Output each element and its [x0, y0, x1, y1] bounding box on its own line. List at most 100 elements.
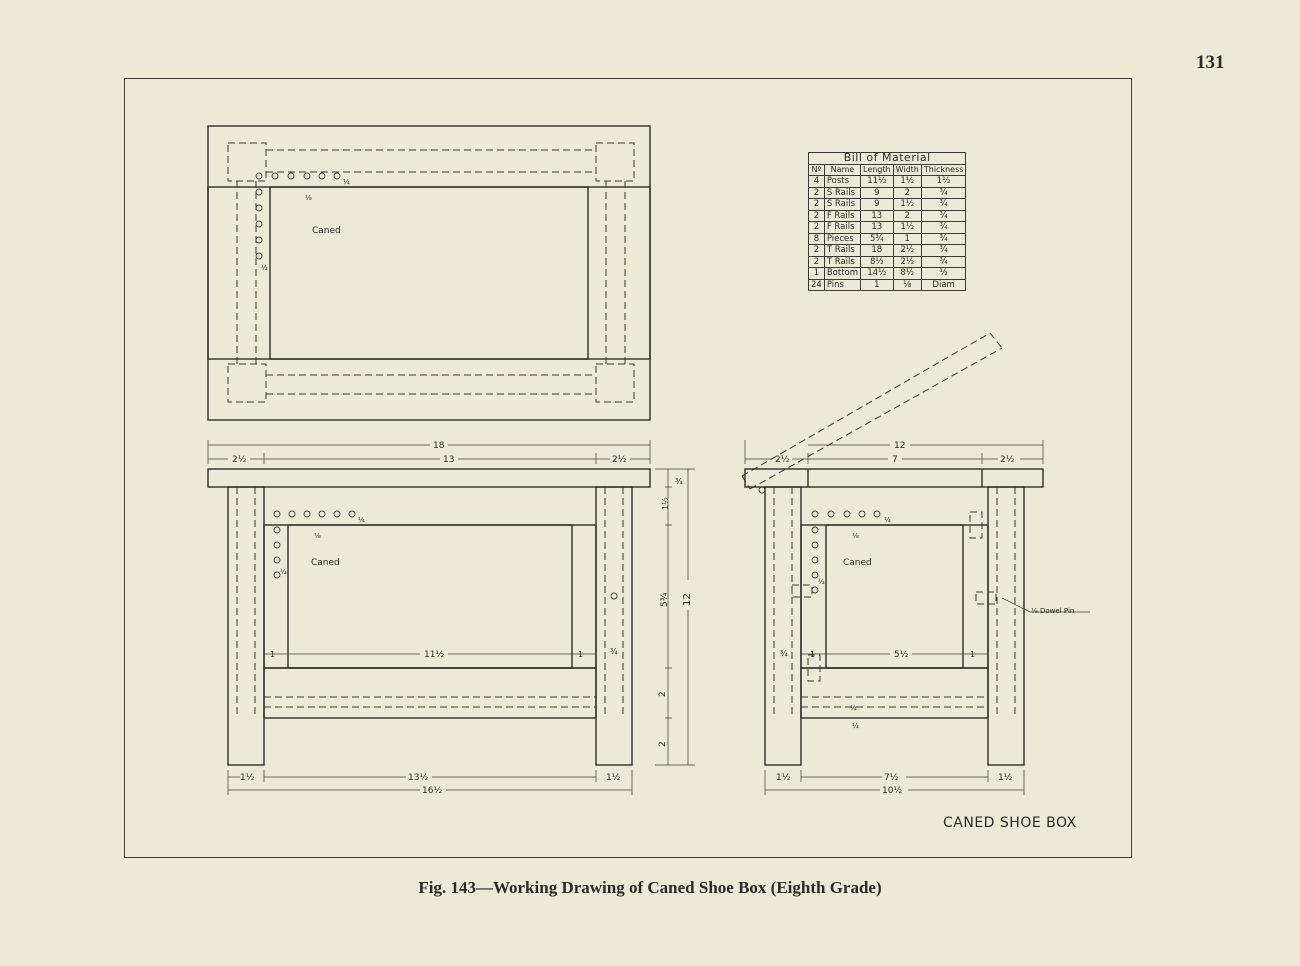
bom-cell: T Rails	[823, 244, 862, 257]
bom-cell: ½	[920, 267, 967, 280]
front-rail-frame	[263, 524, 597, 669]
bom-header-name: Name	[823, 163, 862, 176]
side-left-post	[764, 486, 802, 766]
bom-cell: ⅛	[892, 278, 922, 291]
side-view: Caned ¼ ⅛ ½ ⅛ Dowel Pin 12 2½ 7 2½ ¾ 1 5…	[741, 332, 1090, 796]
bom-cell: Posts	[823, 175, 862, 188]
dim-front-post-quarter: ¾	[610, 647, 618, 656]
bom-cell: 1	[808, 267, 825, 280]
plan-view: Caned ¼ ⅛ ½	[207, 125, 651, 421]
dim-h-foot: 2	[658, 741, 668, 747]
bom-cell: Diam	[920, 278, 967, 291]
side-half-dim: ½	[818, 578, 825, 586]
bom-header-width: Width	[892, 163, 922, 176]
bom-cell: 2½	[892, 255, 922, 268]
bom-cell: 24	[808, 278, 825, 291]
bom-cell: Bottom	[823, 267, 862, 280]
drawing-title: CANED SHOE BOX	[943, 815, 1077, 831]
dim-side-overall-bottom: 10½	[882, 786, 902, 796]
dim-h-top: ¾	[675, 477, 683, 486]
bom-cell: ¾	[920, 209, 967, 222]
bom-cell: ¾	[920, 232, 967, 245]
dim-front-gap-right: 1	[578, 650, 583, 659]
bom-cell: F Rails	[823, 209, 862, 222]
dim-side-mid: 7½	[884, 773, 899, 783]
dim-front-leg-right: 1½	[606, 773, 621, 783]
bom-cell: 1½	[892, 221, 922, 234]
side-lower-quarter-b: ¼	[852, 722, 859, 730]
bom-cell: S Rails	[823, 198, 862, 211]
bom-cell: 11½	[860, 175, 894, 188]
dim-h-panel: 5¾	[660, 592, 670, 607]
dim-front-mid: 13½	[408, 773, 428, 783]
bom-cell: 4	[808, 175, 825, 188]
plan-pin-dim: ⅛	[305, 194, 312, 202]
bom-cell: 18	[860, 244, 894, 257]
bom-cell: 2	[808, 209, 825, 222]
bom-cell: 8	[808, 232, 825, 245]
bom-cell: 2	[808, 244, 825, 257]
dim-side-leg-right: 1½	[998, 773, 1013, 783]
dim-top-end-right: 2½	[612, 455, 627, 465]
bom-cell: 9	[860, 186, 894, 199]
page-number: 131	[1196, 52, 1225, 73]
plan-side-dim: ½	[261, 264, 268, 272]
front-view: Caned ¼ ⅛ ½ 18 2½ 13 2½ 1 11½ 1 ¾	[207, 440, 695, 796]
front-half-dim: ½	[280, 568, 287, 576]
bom-cell: T Rails	[823, 255, 862, 268]
front-quarter-dim: ¼	[358, 516, 365, 524]
figure-caption: Fig. 143—Working Drawing of Caned Shoe B…	[418, 878, 882, 897]
front-pin-dim: ⅛	[314, 532, 321, 540]
dim-h-rail: 1½	[661, 497, 670, 510]
dim-side-end-left: 2½	[775, 455, 790, 465]
dim-top-end-left: 2½	[232, 455, 247, 465]
bom-cell: Pins	[823, 278, 862, 291]
plan-quarter-dim: ¼	[343, 178, 350, 186]
bom-cell: 2	[808, 186, 825, 199]
bom-cell: 1	[860, 278, 894, 291]
dim-side-gap-left: 1	[810, 650, 815, 659]
side-quarter-dim: ¼	[884, 516, 891, 524]
side-caned-label: Caned	[843, 558, 872, 568]
dim-top-overall: 18	[433, 441, 445, 451]
bom-header-no: Nº	[808, 163, 825, 176]
dim-side-middle: 7	[892, 455, 898, 465]
bom-cell: 2	[808, 198, 825, 211]
side-lower-rail	[800, 667, 989, 719]
bom-header-length: Length	[860, 163, 894, 176]
dim-side-gap-right: 1	[970, 650, 975, 659]
bom-cell: 9	[860, 198, 894, 211]
bom-cell: 1½	[892, 175, 922, 188]
dim-front-overall: 16½	[422, 786, 442, 796]
dim-front-gap-left: 1	[270, 650, 275, 659]
dim-h-lower: 2	[658, 691, 668, 697]
bom-header-thickness: Thickness	[920, 163, 967, 176]
bom-cell: 8½	[892, 267, 922, 280]
side-rail-frame	[800, 524, 989, 669]
bom-cell: 5¾	[860, 232, 894, 245]
bom-cell: 2	[808, 221, 825, 234]
plan-outline	[207, 125, 651, 421]
plan-caned-panel	[269, 186, 589, 360]
plan-band	[207, 186, 651, 360]
bom-header-row: Nº Name Length Width Thickness	[808, 163, 967, 176]
dim-side-inner: 5½	[894, 650, 909, 660]
dowel-pin-label: ⅛ Dowel Pin	[1031, 607, 1074, 615]
bom-cell: 1	[892, 232, 922, 245]
side-caned-panel	[825, 524, 964, 669]
drawing-frame	[124, 78, 1132, 858]
bom-cell: 2½	[892, 244, 922, 257]
front-right-post	[595, 486, 633, 766]
bom-cell: 13	[860, 221, 894, 234]
side-pin-dim: ⅛	[852, 532, 859, 540]
side-right-post	[987, 486, 1025, 766]
bom-cell: 2	[892, 209, 922, 222]
dim-side-end-right: 2½	[1000, 455, 1015, 465]
bom-cell: 1½	[920, 175, 967, 188]
